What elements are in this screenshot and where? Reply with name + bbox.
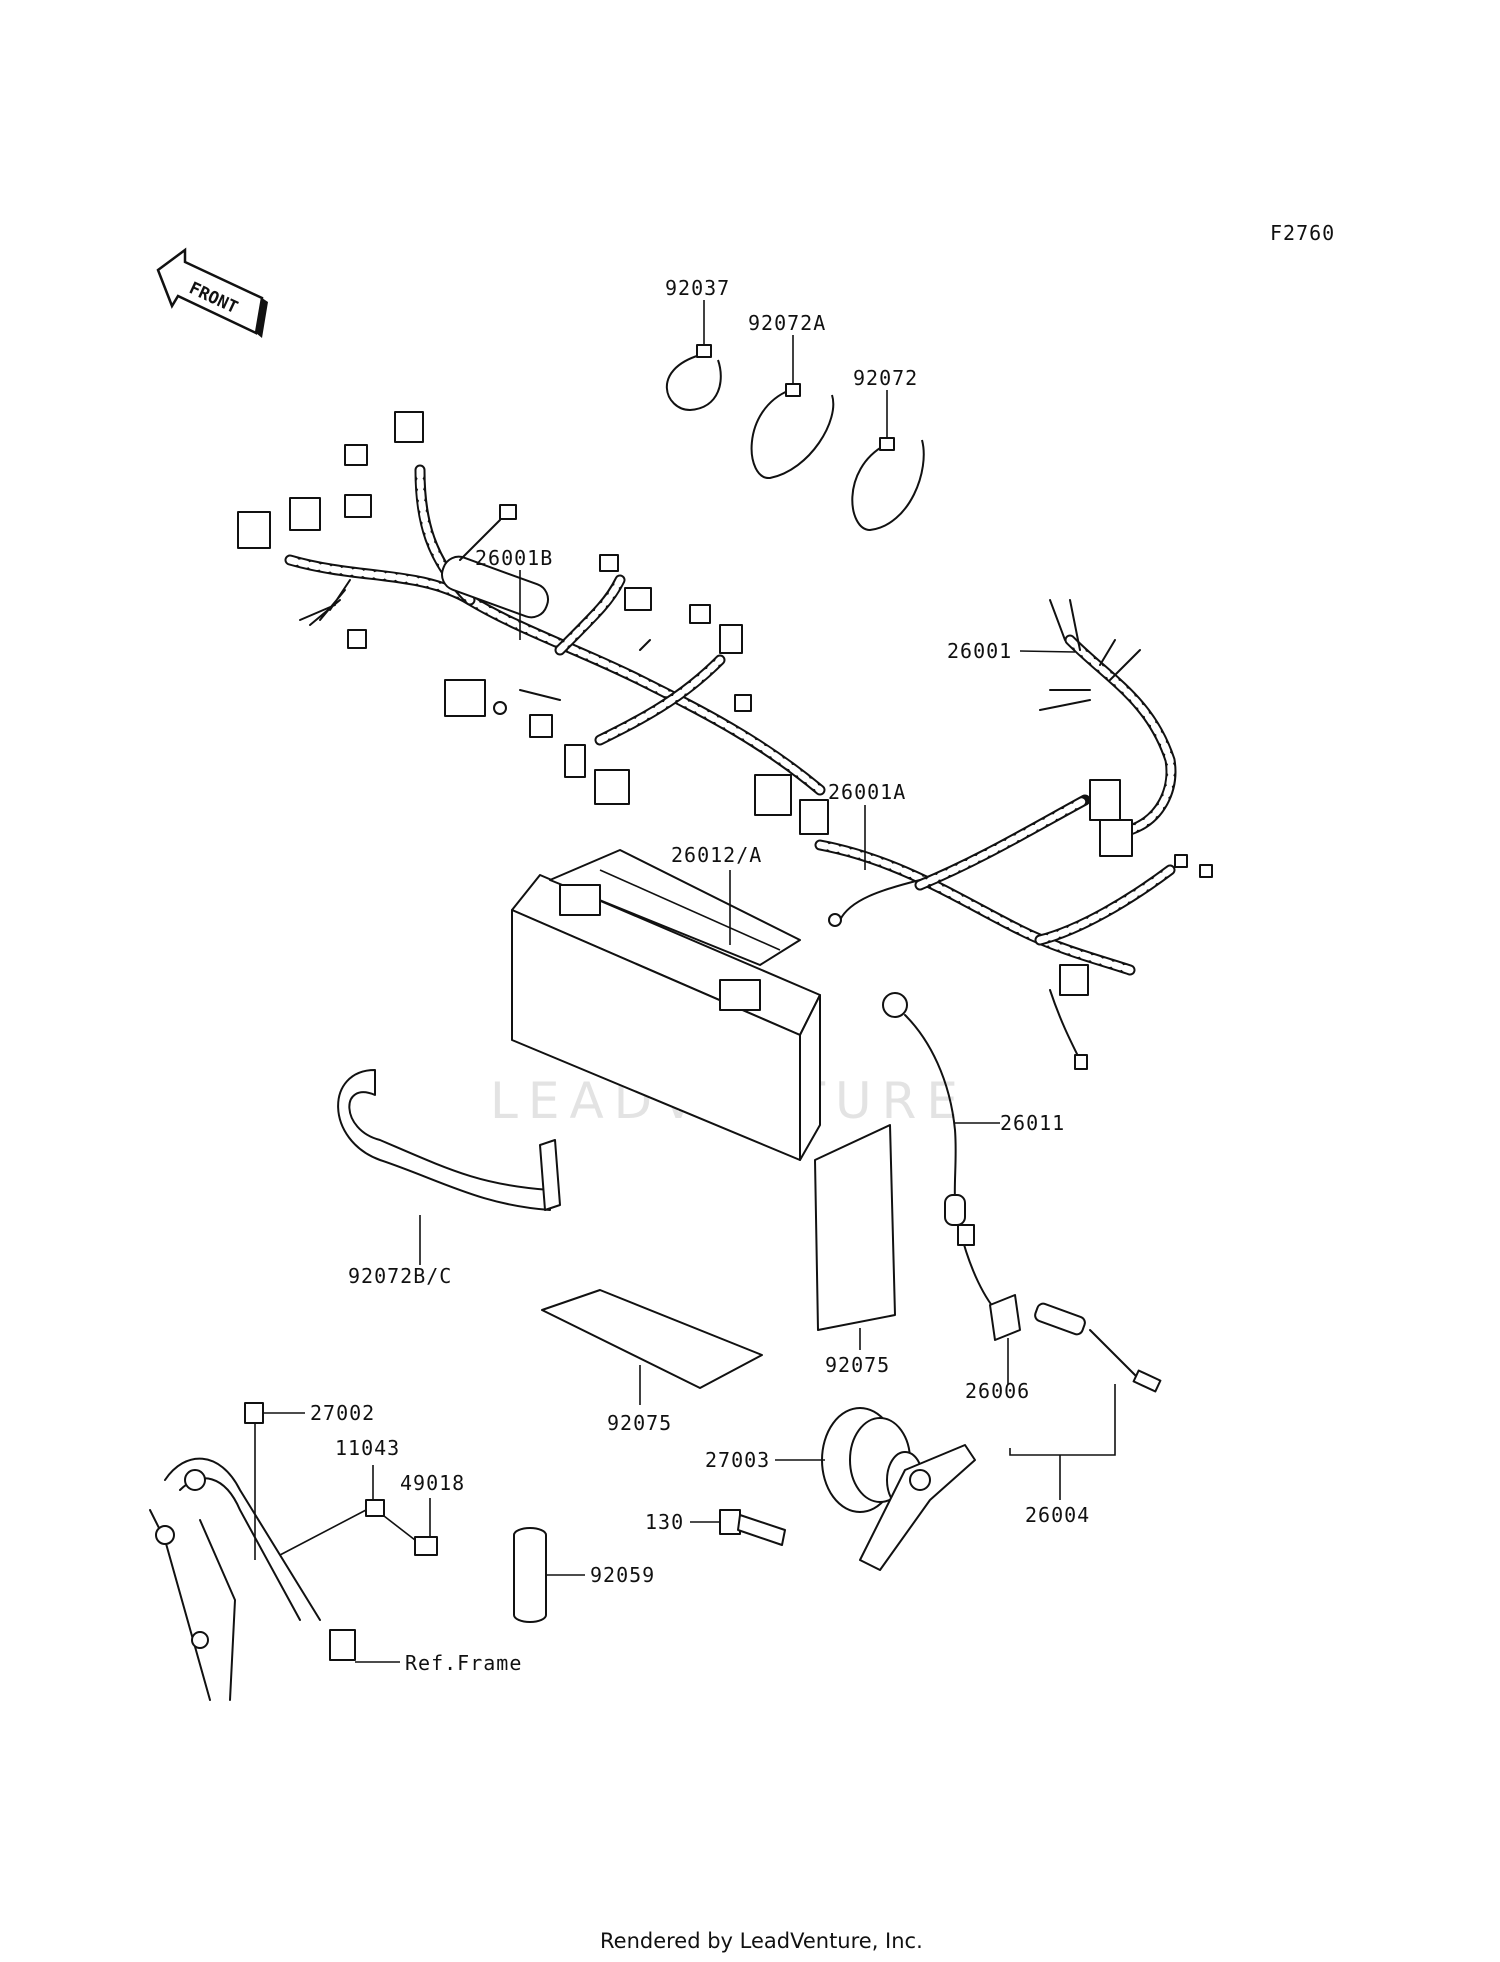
label-ref-frame[interactable]: Ref.Frame	[405, 1651, 522, 1675]
bolt-130-icon	[719, 1509, 786, 1546]
label-11043[interactable]: 11043	[335, 1436, 400, 1460]
label-130[interactable]: 130	[645, 1510, 684, 1534]
label-92072A[interactable]: 92072A	[748, 311, 826, 335]
label-26001B[interactable]: 26001B	[475, 546, 553, 570]
clamp-49018-icon	[414, 1536, 438, 1556]
label-92059[interactable]: 92059	[590, 1563, 655, 1587]
label-49018[interactable]: 49018	[400, 1471, 465, 1495]
front-arrow-icon: FRONT	[156, 247, 268, 338]
footer-credit: Rendered by LeadVenture, Inc.	[600, 1929, 923, 1953]
battery-strap-92072BC-icon	[337, 1069, 561, 1211]
label-27002[interactable]: 27002	[310, 1401, 375, 1425]
label-26001A[interactable]: 26001A	[828, 780, 906, 804]
frame-ref-icon	[149, 1457, 356, 1701]
leader-lines	[254, 300, 1116, 1663]
label-26011[interactable]: 26011	[1000, 1111, 1065, 1135]
label-26001[interactable]: 26001	[947, 639, 1012, 663]
pad-92075-right-icon	[814, 1124, 896, 1331]
label-26006[interactable]: 26006	[965, 1379, 1030, 1403]
pad-92075-left-icon	[541, 1289, 763, 1389]
horn-27003-icon	[821, 1407, 976, 1571]
cable-26011-icon	[882, 992, 1162, 1393]
cable-tie-92072-icon	[851, 437, 925, 531]
cable-tie-92037-icon	[665, 344, 722, 411]
label-92037[interactable]: 92037	[665, 276, 730, 300]
label-27003[interactable]: 27003	[705, 1448, 770, 1472]
clamp-11043-icon	[365, 1499, 385, 1517]
label-26012A[interactable]: 26012/A	[671, 843, 762, 867]
battery-26012A-icon	[511, 849, 821, 1161]
main-harness-26001B-icon	[237, 411, 826, 816]
label-92072BC[interactable]: 92072B/C	[348, 1264, 452, 1288]
clamp-27002-icon	[244, 1402, 264, 1424]
label-26004[interactable]: 26004	[1025, 1503, 1090, 1527]
cable-tie-92072A-icon	[750, 383, 835, 480]
label-92075-left[interactable]: 92075	[607, 1411, 672, 1435]
collar-92059-icon	[513, 1527, 547, 1623]
label-92075-right[interactable]: 92075	[825, 1353, 890, 1377]
sub-harness-26001-icon	[799, 599, 1213, 1070]
label-92072[interactable]: 92072	[853, 366, 918, 390]
figure-code: F2760	[1270, 221, 1335, 245]
